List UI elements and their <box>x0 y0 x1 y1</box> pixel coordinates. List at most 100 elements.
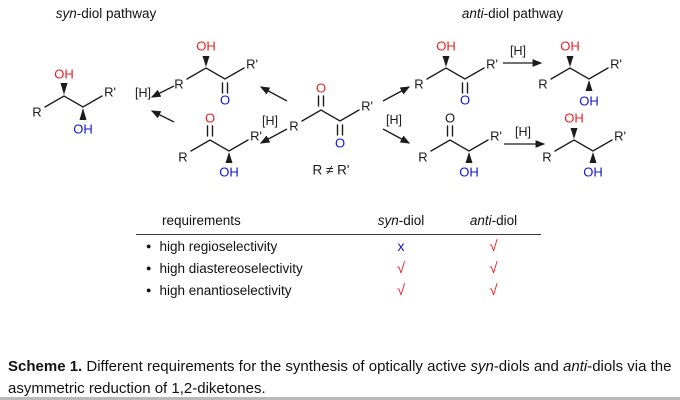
hydroxyl-label: OH <box>196 39 216 54</box>
molecule-alpha-hydroxyketone-right-top: OH R R' O <box>414 39 498 108</box>
anti-diol-mark: √ <box>489 281 498 299</box>
wedge-bond <box>566 56 574 67</box>
page-edge-divider <box>0 397 680 400</box>
r-prime-label: R' <box>490 129 502 144</box>
carbonyl-o-label: O <box>335 136 345 151</box>
bond <box>301 95 360 136</box>
wedge-bond <box>225 152 233 163</box>
r-not-equal-label: R ≠ R' <box>313 163 350 178</box>
carbonyl-o-label: O <box>316 81 326 96</box>
r-group-label: R <box>178 150 187 165</box>
hydroxyl-label: OH <box>459 165 479 180</box>
bullet-icon: ● <box>146 240 152 251</box>
bond <box>430 125 489 152</box>
hydroxyl-label: OH <box>219 165 239 180</box>
requirement-cell: ● high diastereoselectivity <box>136 261 356 276</box>
table-row: ●high enantioselectivity √ √ <box>136 279 541 301</box>
r-prime-label: R' <box>614 129 626 144</box>
hydroxyl-label: OH <box>564 111 584 126</box>
anti-diol-mark: √ <box>489 237 498 255</box>
arrow-center-to-left-bottom <box>259 128 288 144</box>
hydride-label: [H] <box>515 125 531 139</box>
bond <box>186 67 245 94</box>
hydroxyl-label: OH <box>436 39 456 54</box>
hydroxyl-label: OH <box>583 165 603 180</box>
carbonyl-o-label: O <box>445 111 455 126</box>
hydride-label: [H] <box>262 114 278 128</box>
hydroxyl-label: OH <box>54 67 74 82</box>
syn-diol-mark: x <box>397 238 405 254</box>
bond <box>550 67 609 80</box>
syn-diol-mark: √ <box>396 281 406 299</box>
bond <box>190 125 249 152</box>
carbonyl-o-label: O <box>205 111 215 126</box>
anti-title-rest: -diol pathway <box>483 6 564 21</box>
bond <box>44 95 103 108</box>
r-prime-label: R' <box>610 57 622 72</box>
syn-diol-mark: √ <box>396 259 406 277</box>
caption-label: Scheme 1. <box>8 358 83 375</box>
table-row: ● high regioselectivity x √ <box>136 235 541 257</box>
molecule-anti-diol-product-top: OH R R' OH <box>538 39 622 109</box>
anti-diol-mark: √ <box>489 259 498 277</box>
hydride-label: [H] <box>510 44 526 58</box>
molecule-alpha-hydroxyketone-left-top: OH R R' O <box>174 39 258 108</box>
requirement-cell: ● high regioselectivity <box>136 239 356 254</box>
carbonyl-o-label: O <box>220 93 230 108</box>
wedge-bond <box>465 152 473 163</box>
r-group-label: R <box>418 150 427 165</box>
bond <box>554 139 613 152</box>
wedge-bond <box>60 83 68 95</box>
molecule-syn-diol-product: OH R R' OH <box>32 67 116 137</box>
caption-text: -diols via the asymmetric reduction of 1… <box>8 358 672 397</box>
hydride-label: [H] <box>135 86 151 100</box>
arrow-left-top-to-product <box>150 85 175 98</box>
caption-text: Different requirements for the synthesis… <box>82 358 471 375</box>
table-header: requirements syn-diol anti-diol <box>136 213 541 235</box>
anti-title-italic: anti <box>461 6 484 21</box>
r-prime-label: R' <box>486 57 498 72</box>
hydroxyl-label: OH <box>73 122 93 137</box>
wedge-bond <box>570 128 578 139</box>
scheme-caption: Scheme 1. Different requirements for the… <box>8 356 674 400</box>
r-group-label: R <box>414 77 423 92</box>
wedge-bond <box>202 56 210 67</box>
arrow-center-to-right-top <box>382 86 411 102</box>
caption-syn-italic: syn <box>470 358 494 375</box>
column-header-requirements: requirements <box>162 213 241 228</box>
molecule-anti-diol-product-bottom: OH R R' OH <box>542 111 626 180</box>
anti-pathway-title: anti-diol pathway <box>440 6 585 21</box>
requirement-cell: ●high enantioselectivity <box>136 283 356 298</box>
r-prime-label: R' <box>361 99 373 114</box>
arrow-left-bottom-to-product <box>150 110 175 123</box>
scheme-canvas: R R' O O R ≠ R' OH R R' O O R R' OH OH R… <box>32 39 626 180</box>
column-header-anti-diol: anti-diol <box>446 213 541 228</box>
bond <box>426 67 485 94</box>
syn-title-italic: syn <box>55 6 77 21</box>
caption-text: -diols and <box>493 358 564 375</box>
arrow-center-to-right-bottom <box>382 128 411 144</box>
caption-anti-italic: anti <box>563 358 588 375</box>
anti-column-rest: -diol <box>491 213 518 228</box>
requirement-label: high regioselectivity <box>159 238 278 254</box>
carbonyl-o-label: O <box>460 93 470 108</box>
table-row: ● high diastereoselectivity √ √ <box>136 257 541 279</box>
r-prime-label: R' <box>250 129 262 144</box>
bullet-icon: ● <box>146 284 152 295</box>
r-group-label: R <box>289 119 298 134</box>
r-group-label: R <box>542 150 551 165</box>
anti-column-italic: anti <box>469 213 492 228</box>
syn-title-rest: -diol pathway <box>76 6 157 21</box>
hydroxyl-label: OH <box>579 94 599 109</box>
r-group-label: R <box>538 77 547 92</box>
column-header-syn-diol: syn-diol <box>356 213 446 228</box>
wedge-bond <box>585 80 593 91</box>
requirement-label: high diastereoselectivity <box>159 260 303 276</box>
wedge-bond <box>589 152 597 163</box>
hydride-label: [H] <box>386 113 402 127</box>
syn-column-italic: syn <box>377 213 399 228</box>
syn-column-rest: -diol <box>398 213 425 228</box>
bullet-icon: ● <box>146 262 152 273</box>
wedge-bond <box>442 56 450 67</box>
r-group-label: R <box>174 77 183 92</box>
